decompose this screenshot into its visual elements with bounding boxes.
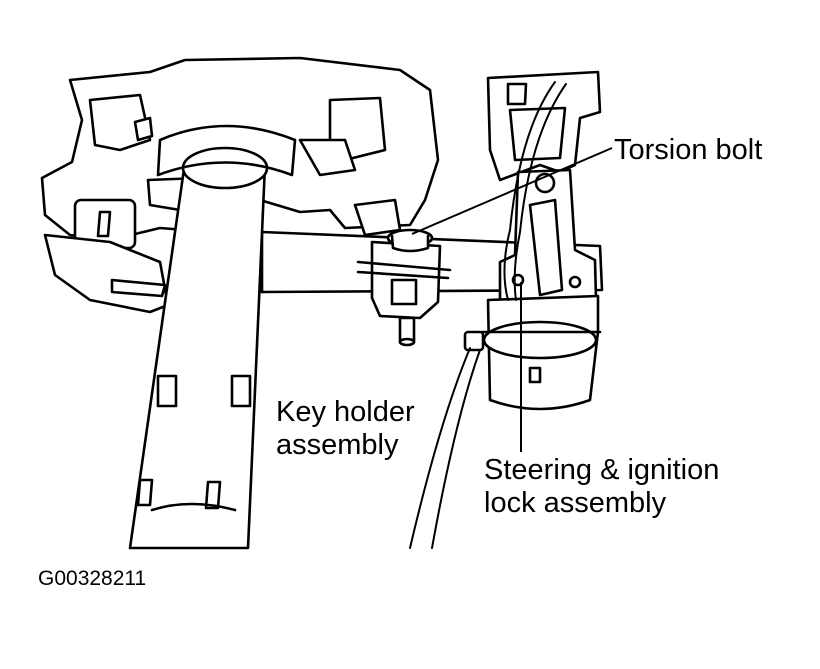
wire-harness [503,81,556,301]
key-holder-label: Key holder assembly [276,396,415,462]
steering-lock-label-line-2: lock assembly [484,487,667,519]
figure-id: G00328211 [38,567,147,590]
torsion-bolt-leader [411,147,613,235]
steering-lock-label: Steering & ignition lock assembly [484,454,719,520]
steering-lock-label-line-1: Steering & ignition [484,454,720,486]
key-holder-label-line-1: Key holder [276,396,415,428]
key-holder-label-line-2: assembly [276,429,399,461]
lower-bracket-plate [43,233,170,314]
torsion-bolt-label: Torsion bolt [614,134,763,166]
